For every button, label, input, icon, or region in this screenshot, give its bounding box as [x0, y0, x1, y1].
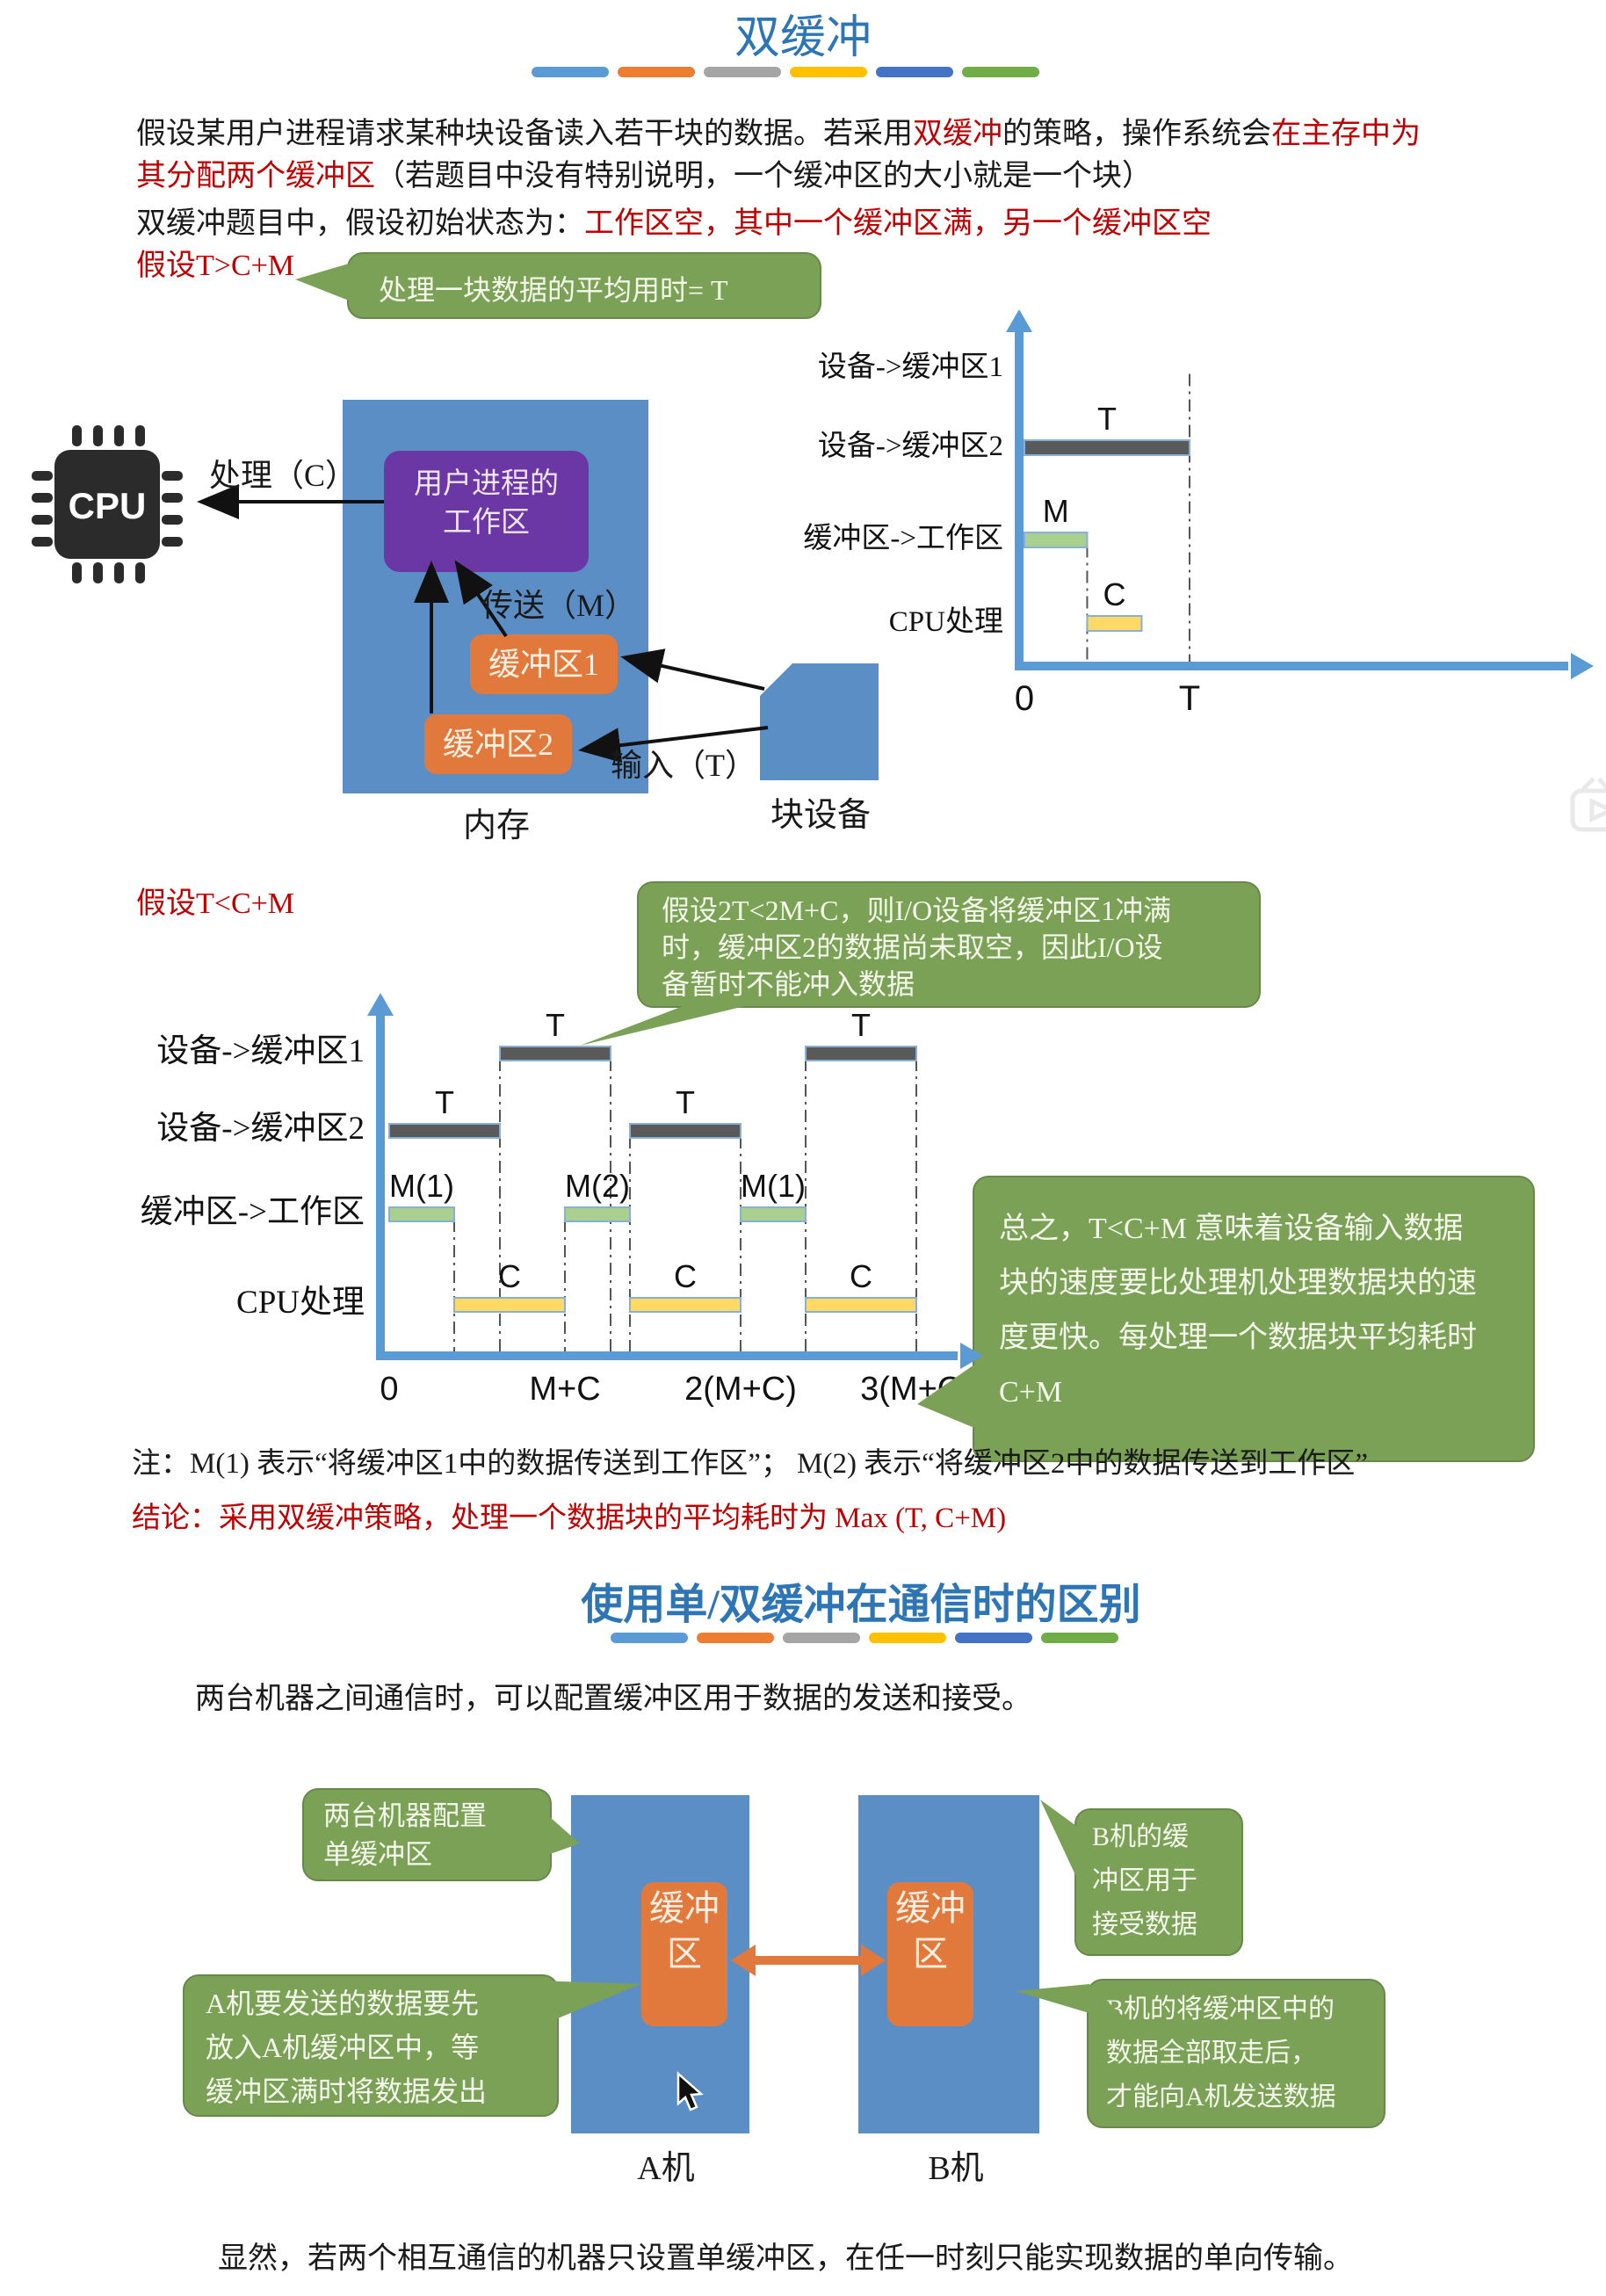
svg-text:T: T [851, 1007, 871, 1043]
callout-a-send: A机要发送的数据要先放入A机缓冲区中，等缓冲区满时将数据发出 [183, 1974, 559, 2117]
block-device-shape [760, 663, 879, 780]
svg-text:CPU处理: CPU处理 [889, 605, 1003, 638]
svg-text:设备->缓冲区2: 设备->缓冲区2 [156, 1111, 365, 1147]
page-title: 双缓冲 [734, 13, 872, 63]
callout-b-take: B机的将缓冲区中的数据全部取走后，才能向A机发送数据 [1087, 1979, 1385, 2128]
workarea-line2: 工作区 [443, 507, 530, 539]
svg-text:T: T [546, 1007, 565, 1043]
machine-a-label: A机 [637, 2150, 695, 2187]
svg-text:M(1): M(1) [741, 1168, 806, 1204]
svg-text:缓冲区->工作区: 缓冲区->工作区 [803, 522, 1003, 554]
intro-line-1: 假设某用户进程请求某种块设备读入若干块的数据。若采用双缓冲的策略，操作系统会在主… [136, 118, 1421, 150]
svg-text:设备->缓冲区1: 设备->缓冲区1 [156, 1033, 365, 1069]
svg-text:T: T [676, 1084, 695, 1120]
cpu-text: CPU [69, 485, 147, 526]
svg-text:0: 0 [380, 1371, 398, 1408]
svg-text:T: T [435, 1084, 454, 1120]
process-c-label: 处理（C） [209, 458, 358, 493]
transfer-m-label: 传送（M） [481, 588, 637, 623]
intro-line-3: 双缓冲题目中，假设初始状态为：工作区空，其中一个缓冲区满，另一个缓冲区空 [136, 207, 1212, 240]
section2-title: 使用单/双缓冲在通信时的区别 [581, 1582, 1141, 1628]
workarea-line1: 用户进程的 [414, 468, 559, 500]
svg-text:T: T [1097, 401, 1117, 437]
svg-text:M+C: M+C [529, 1371, 600, 1408]
svg-text:设备->缓冲区1: 设备->缓冲区1 [818, 351, 1003, 383]
workarea-box: 用户进程的 工作区 [384, 451, 589, 572]
callout-io-tail [580, 1005, 749, 1046]
svg-text:3(M+C): 3(M+C) [860, 1371, 973, 1408]
callout-summary-tail [917, 1365, 974, 1428]
svg-text:0: 0 [1015, 679, 1034, 718]
buffer1-box: 缓冲区1 [470, 634, 618, 694]
callout-b-receive: B机的缓冲区用于接受数据 [1074, 1808, 1243, 1956]
svg-text:设备->缓冲区2: 设备->缓冲区2 [818, 430, 1003, 462]
svg-text:M(2): M(2) [565, 1168, 630, 1204]
theme-divider-strip [532, 67, 1048, 77]
buffer-a-box: 缓冲区 [641, 1882, 727, 2026]
callout-avg-time: 处理一块数据的平均用时= T [347, 252, 821, 319]
svg-text:缓冲区->工作区: 缓冲区->工作区 [141, 1194, 365, 1230]
assumption-t-less: 假设T<C+M [136, 887, 295, 920]
callout-io-wait: 假设2T<2M+C，则I/O设备将缓冲区1冲满时，缓冲区2的数据尚未取空，因此I… [637, 881, 1261, 1008]
bottom-conclusion-line: 显然，若两个相互通信的机器只设置单缓冲区，在任一时刻只能实现数据的单向传输。 [218, 2242, 1353, 2275]
cpu-chip-icon: CPU [32, 425, 183, 583]
callout-single-buffer: 两台机器配置单缓冲区 [302, 1788, 552, 1881]
svg-text:CPU处理: CPU处理 [236, 1285, 365, 1321]
comm-intro-line: 两台机器之间通信时，可以配置缓冲区用于数据的发送和接受。 [195, 1683, 1031, 1715]
svg-text:C: C [1103, 576, 1125, 612]
theme-divider-strip-2 [611, 1633, 1127, 1643]
svg-text:C: C [674, 1258, 697, 1294]
assumption-t-greater: 假设T>C+M [136, 250, 295, 282]
buffer-b-box: 缓冲区 [887, 1882, 973, 2026]
conclusion-line: 结论：采用双缓冲策略，处理一个数据块的平均耗时为 Max (T, C+M) [132, 1503, 1007, 1534]
note-line: 注：M(1) 表示“将缓冲区1中的数据传送到工作区”； M(2) 表示“将缓冲区… [132, 1448, 1368, 1480]
machine-b-label: B机 [928, 2150, 984, 2187]
callout-avg-time-text: 处理一块数据的平均用时= T [379, 274, 728, 306]
input-t-label: 输入（T） [611, 748, 756, 783]
callout-summary: 总之，T<C+M 意味着设备输入数据块的速度要比处理机处理数据块的速度更快。每处… [973, 1176, 1535, 1462]
memory-label: 内存 [462, 808, 530, 844]
svg-text:C: C [850, 1258, 872, 1294]
svg-text:C: C [498, 1258, 521, 1294]
intro-line-2: 其分配两个缓冲区（若题目中没有特别说明，一个缓冲区的大小就是一个块） [136, 160, 1152, 192]
svg-text:M(1): M(1) [389, 1168, 454, 1204]
svg-text:M: M [1043, 493, 1069, 529]
callout-b-receive-tail [1040, 1800, 1076, 1877]
svg-text:2(M+C): 2(M+C) [684, 1371, 797, 1408]
buffer2-box: 缓冲区2 [424, 714, 572, 774]
callout-avg-tail [295, 264, 349, 301]
tv-play-watermark-icon [1570, 777, 1606, 832]
block-device-label: 块设备 [770, 797, 871, 834]
svg-text:T: T [1179, 679, 1200, 718]
